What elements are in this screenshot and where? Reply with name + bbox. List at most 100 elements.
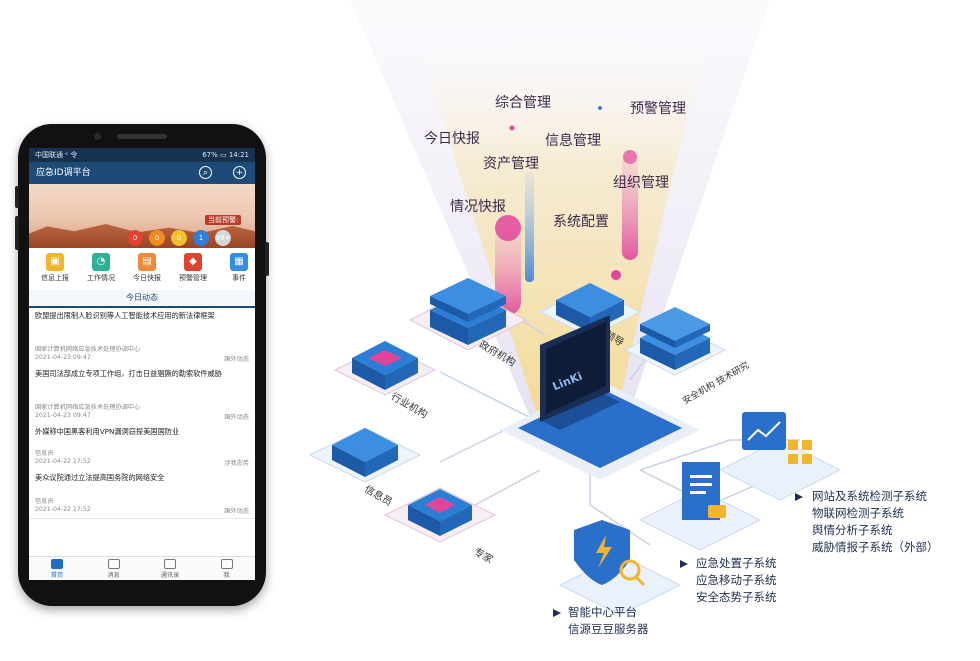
glow-dot — [598, 106, 602, 110]
module-label: 系统配置 — [553, 214, 609, 230]
server-node-leader — [538, 283, 642, 338]
warning-count-badge[interactable]: 0 — [127, 230, 143, 246]
news-item[interactable]: 欧盟提出限制人脸识别等人工智能技术应用的新法律框架国家计算机网络应急技术处理协调… — [29, 308, 255, 367]
quick-menu-item[interactable]: ▦ 事件 — [215, 248, 255, 290]
warning-count-badge[interactable]: 1 — [193, 230, 209, 246]
architecture-diagram: 综合管理 预警管理 今日快报 信息管理 资产管理 组织管理 情况快报 系统配置 … — [290, 0, 980, 661]
glow-orb — [623, 150, 637, 164]
glow-bar — [622, 150, 638, 260]
bottom-nav-contacts[interactable]: 通讯录 — [142, 559, 198, 579]
glow-bar — [525, 172, 534, 282]
module-label: 情况快报 — [450, 199, 506, 215]
news-category: 国外动态 — [224, 356, 249, 363]
power-button — [265, 242, 269, 276]
app-title: 应急ID调平台 — [36, 168, 91, 178]
module-label: 资产管理 — [483, 156, 539, 172]
daily-report-icon: ▤ — [138, 253, 156, 271]
glow-dot — [509, 125, 515, 131]
warning-count-badge[interactable]: 0 — [149, 230, 165, 246]
server-node-government — [408, 278, 528, 351]
news-source: 国家计算机网络应急技术处理协调中心 — [35, 346, 141, 353]
platform-intelligence — [558, 520, 682, 616]
platform-emergency — [638, 462, 762, 551]
server-node-security-institute — [623, 307, 727, 376]
arrow-icon — [553, 609, 561, 617]
news-date: 2021-04-23 09:47 — [35, 354, 91, 361]
subsystem-line: 应急处置子系统 — [696, 556, 777, 570]
quick-menu-label: 信息上报 — [41, 274, 69, 282]
volume-button — [15, 216, 19, 250]
profile-icon — [220, 559, 233, 569]
platform-monitoring — [718, 412, 842, 501]
subsystem-line: 应急移动子系统 — [696, 573, 777, 587]
contacts-icon — [164, 559, 176, 569]
bottom-navigation: 首页 消息通讯录我 — [29, 556, 255, 580]
news-item[interactable]: 美国司法部成立专项工作组，打击日益猖獗的勒索软件威胁国家计算机网络应急技术处理协… — [29, 366, 255, 425]
quick-menu-item[interactable]: ◔工作情况 — [77, 248, 125, 290]
quick-menu-label: 事件 — [232, 274, 246, 282]
module-label: 综合管理 — [495, 95, 551, 111]
quick-menu-item[interactable]: ▣ 信息上报 — [31, 248, 79, 290]
module-label: 今日快报 — [424, 131, 480, 147]
diagram-graphics — [308, 0, 842, 617]
front-camera — [94, 133, 101, 140]
alert-shield-icon: ◆ — [184, 253, 202, 271]
server-node-industry — [333, 341, 437, 396]
bottom-nav-message[interactable]: 消息 — [86, 559, 142, 579]
quick-menu-label: 工作情况 — [87, 274, 115, 282]
news-source: 信息员 — [35, 498, 54, 505]
quick-menu-item[interactable]: ▤ 今日快报 — [123, 248, 171, 290]
bottom-nav-home[interactable]: 首页 — [29, 559, 85, 579]
news-category: 涉我态势 — [224, 460, 249, 467]
report-icon: ▣ — [46, 253, 64, 271]
bottom-nav-profile[interactable]: 我 — [199, 559, 255, 579]
news-date: 2021-04-22 17:52 — [35, 458, 91, 465]
quick-menu: ▣ 信息上报 ◔工作情况 ▤ 今日快报 ◆ 预警管理 ▦ 事件 — [29, 248, 255, 290]
quick-menu-item[interactable]: ◆ 预警管理 — [169, 248, 217, 290]
news-category: 国外动态 — [224, 508, 249, 515]
current-warning-label: 当前预警: — [205, 215, 242, 225]
glow-bar — [495, 225, 521, 315]
news-date: 2021-04-23 09:47 — [35, 412, 91, 419]
subsystem-list-intelligence: 智能中心平台 信源豆豆服务器 — [568, 604, 649, 638]
quick-menu-label: 今日快报 — [133, 274, 161, 282]
subsystem-list-emergency: 应急处置子系统 应急移动子系统 安全态势子系统 — [696, 555, 777, 606]
subsystem-line: 物联网检测子系统 — [812, 506, 904, 520]
glow-orb — [611, 270, 621, 280]
subsystem-line: 智能中心平台 — [568, 605, 637, 619]
news-category: 国外动态 — [224, 414, 249, 421]
arrow-icon — [795, 493, 803, 501]
subsystem-list-monitoring: 网站及系统检测子系统 物联网检测子系统 舆情分析子系统 威胁情报子系统（外部） — [812, 488, 939, 556]
add-icon[interactable]: + — [233, 166, 246, 179]
home-icon — [51, 559, 63, 569]
message-icon — [107, 559, 120, 569]
phone-screen: 中国联通 ᵉ 令 67% ▭ 14:21 应急ID调平台 ⌕ + 当前预警: 0… — [29, 148, 255, 580]
module-label: 组织管理 — [613, 175, 669, 191]
news-source: 国家计算机网络应急技术处理协调中心 — [35, 404, 141, 411]
subsystem-line: 威胁情报子系统（外部） — [812, 540, 939, 554]
tab-today-news[interactable]: 今日动态 — [29, 290, 255, 308]
warning-count-badge[interactable]: 0 — [171, 230, 187, 246]
search-icon[interactable]: ⌕ — [199, 166, 212, 179]
speaker-grill — [117, 134, 167, 139]
subsystem-line: 信源豆豆服务器 — [568, 622, 649, 636]
event-icon: ▦ — [230, 253, 248, 271]
server-node-expert — [383, 487, 497, 543]
arrow-icon — [680, 560, 688, 568]
app-header: 应急ID调平台 ⌕ + — [29, 162, 255, 184]
battery-clock: 67% ▭ 14:21 — [202, 151, 249, 159]
warning-count-badge[interactable]: 99+ — [215, 230, 231, 246]
server-node-informant — [308, 427, 422, 483]
smartphone-mockup: 中国联通 ᵉ 令 67% ▭ 14:21 应急ID调平台 ⌕ + 当前预警: 0… — [15, 124, 269, 606]
module-label: 预警管理 — [630, 101, 686, 117]
laptop-center — [500, 315, 700, 480]
quick-menu-label: 预警管理 — [179, 274, 207, 282]
news-title: 欧盟提出限制人脸识别等人工智能技术应用的新法律框架 — [35, 311, 215, 320]
glow-orb — [495, 215, 521, 241]
news-title: 外媒称中国黑客利用VPN漏洞窃探美国国防业 — [35, 427, 180, 436]
bottom-nav-label: 首页 — [50, 572, 64, 579]
news-date: 2021-04-22 17:52 — [35, 506, 91, 513]
